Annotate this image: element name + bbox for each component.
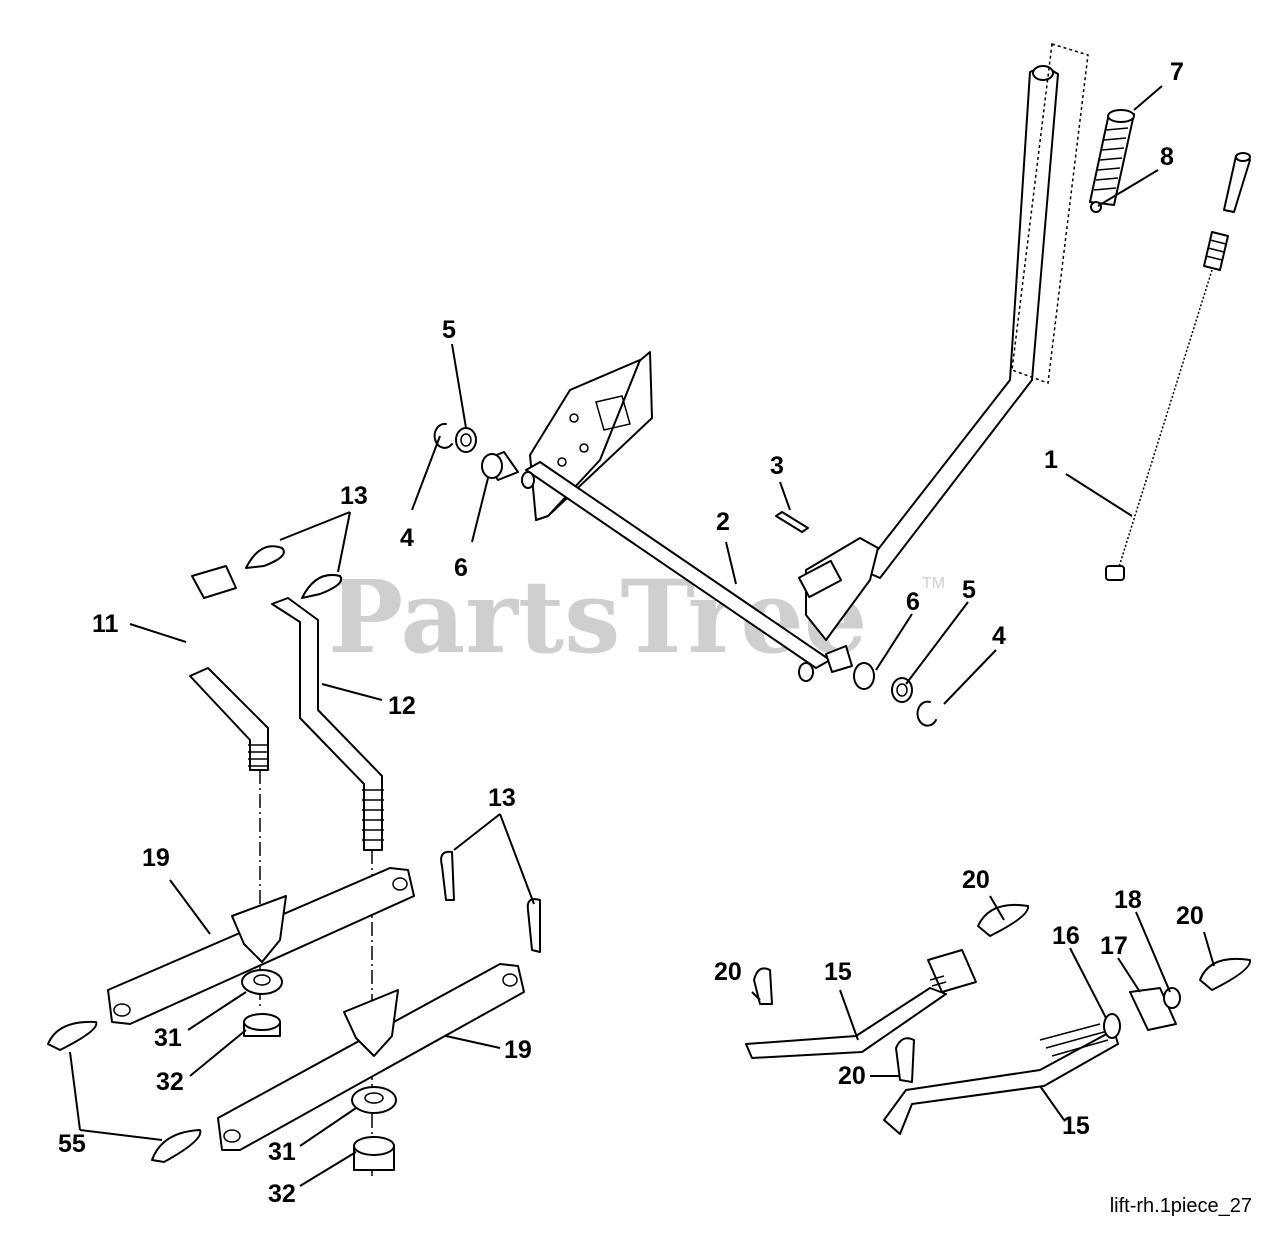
callout-3: 3	[770, 452, 784, 480]
callout-18: 18	[1114, 886, 1142, 914]
callout-31-lower: 31	[268, 1138, 296, 1166]
callout-8: 8	[1160, 143, 1174, 171]
callout-32-lower: 32	[268, 1180, 296, 1208]
callout-20-a: 20	[962, 866, 990, 894]
lift-link-12	[271, 597, 384, 851]
callout-16: 16	[1052, 922, 1080, 950]
lift-arm-upper	[107, 867, 415, 1025]
adjuster-hardware	[1103, 987, 1181, 1039]
arm-hairpin-clips	[440, 850, 541, 953]
callout-31-upper: 31	[154, 1024, 182, 1052]
watermark-text: PartsTree	[328, 558, 868, 676]
callout-4-left: 4	[400, 524, 414, 552]
watermark: PartsTree TM	[328, 558, 945, 676]
callout-1: 1	[1044, 446, 1058, 474]
handle-grip	[1089, 109, 1135, 206]
hairpin-clips-55	[47, 1020, 202, 1163]
mounting-bracket	[529, 351, 653, 521]
callout-7: 7	[1170, 58, 1184, 86]
lift-link-11	[189, 667, 269, 771]
callout-12: 12	[388, 692, 416, 720]
callout-labels: 7 8 1 5 4 6 3 2 13 11 12 6 5 4 13 19 19 …	[58, 58, 1204, 1208]
right-shaft-hardware	[825, 645, 937, 727]
callout-5-right: 5	[962, 576, 976, 604]
spring-rod	[1105, 152, 1251, 581]
callout-19-lower: 19	[504, 1036, 532, 1064]
lift-handle	[797, 43, 1089, 641]
callout-13-upper: 13	[340, 482, 368, 510]
callout-20-d: 20	[1176, 902, 1204, 930]
diagram-id-label: lift-rh.1piece_27	[1110, 1195, 1252, 1217]
watermark-tm: TM	[922, 575, 945, 592]
callout-2: 2	[716, 508, 730, 536]
deck-link-lower	[883, 1023, 1119, 1135]
callout-20-c: 20	[838, 1062, 866, 1090]
callout-5-left: 5	[442, 316, 456, 344]
hairpin-clips-20	[753, 904, 1252, 1083]
callout-15-upper: 15	[824, 958, 852, 986]
callout-32-upper: 32	[156, 1068, 184, 1096]
upper-hairpin-clips	[245, 545, 342, 599]
leader-lines	[69, 85, 1215, 1187]
roll-pin	[775, 511, 809, 533]
nut-set-upper	[241, 969, 283, 1037]
grip-plug	[1090, 201, 1102, 213]
callout-17: 17	[1100, 932, 1128, 960]
ferrule	[191, 565, 237, 599]
callout-20-b: 20	[714, 958, 742, 986]
callout-55: 55	[58, 1130, 86, 1158]
deck-link-upper	[745, 949, 977, 1059]
callout-4-right: 4	[992, 622, 1006, 650]
left-shaft-hardware	[433, 422, 519, 481]
nut-set-lower	[351, 1086, 397, 1171]
callout-19-upper: 19	[142, 844, 170, 872]
callout-6-right: 6	[906, 588, 920, 616]
callout-11: 11	[92, 610, 119, 638]
lift-arm-lower	[217, 963, 525, 1151]
callout-15-lower: 15	[1062, 1112, 1090, 1140]
callout-6-left: 6	[454, 554, 468, 582]
callout-13-lower: 13	[488, 784, 516, 812]
